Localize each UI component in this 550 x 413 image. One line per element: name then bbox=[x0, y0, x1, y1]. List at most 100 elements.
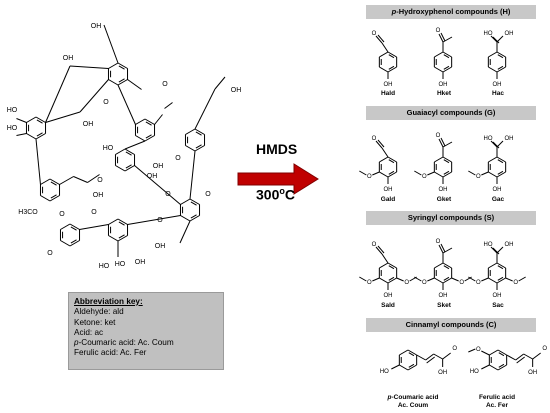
ring-bond bbox=[434, 262, 444, 269]
chain-bond bbox=[189, 150, 196, 200]
ring-bond bbox=[40, 195, 51, 202]
side-chain-bond bbox=[59, 176, 74, 185]
double-bond bbox=[516, 356, 525, 364]
double-bond bbox=[190, 214, 197, 219]
carbonyl-bond bbox=[381, 42, 389, 53]
ring-bond bbox=[108, 235, 119, 242]
oh-label: OH bbox=[439, 187, 448, 193]
ring-bond bbox=[117, 235, 128, 242]
methoxy-oxygen-label: O bbox=[404, 280, 409, 286]
carbonyl-bond bbox=[377, 34, 385, 43]
hydroxyl-label: HO bbox=[103, 145, 114, 152]
ring-bond bbox=[379, 66, 389, 73]
methoxy-bond bbox=[414, 276, 422, 282]
ether-bond bbox=[79, 224, 109, 230]
ring-bond bbox=[496, 156, 506, 163]
ether-bond bbox=[127, 215, 181, 225]
double-bond bbox=[388, 65, 395, 70]
double-bond bbox=[118, 234, 125, 239]
carboxyl-bond bbox=[496, 140, 504, 148]
ring-bond bbox=[180, 215, 191, 222]
methoxy-oxygen-label: O bbox=[162, 81, 168, 88]
double-bond bbox=[388, 170, 395, 175]
carboxyl-bond bbox=[490, 140, 498, 148]
ring-bond bbox=[442, 51, 452, 58]
hydroxyl-label: OH bbox=[147, 173, 158, 180]
ring-bond bbox=[496, 51, 506, 58]
double-bond bbox=[408, 363, 415, 368]
oh-bond bbox=[16, 118, 27, 123]
ring-bond bbox=[496, 277, 506, 284]
ring-bond bbox=[144, 118, 155, 125]
ring-bond bbox=[442, 156, 452, 163]
methoxy-bond bbox=[359, 276, 367, 282]
oh-label: OH bbox=[384, 82, 393, 88]
side-chain-bond bbox=[87, 174, 100, 183]
double-bond bbox=[498, 363, 505, 368]
methoxy-bond bbox=[164, 102, 173, 109]
ring-bond bbox=[434, 156, 444, 163]
double-bond bbox=[498, 352, 505, 357]
double-bond bbox=[118, 78, 125, 83]
double-bond bbox=[190, 201, 197, 206]
ring-bond bbox=[379, 171, 389, 178]
methoxy-bond bbox=[414, 170, 422, 176]
abbreviation-key-line: Aldehyde: ald bbox=[74, 307, 124, 317]
biphenyl-bond bbox=[124, 140, 146, 150]
ring-bond bbox=[442, 171, 452, 178]
hydroxyl-label: OH bbox=[505, 242, 514, 248]
double-bond bbox=[70, 226, 77, 231]
methoxy-bond bbox=[518, 276, 526, 282]
methoxy-bond bbox=[372, 171, 380, 176]
chain-bond bbox=[79, 79, 109, 113]
ring-bond bbox=[60, 223, 71, 230]
chain-bond bbox=[45, 111, 81, 123]
carboxyl-bond bbox=[492, 141, 500, 149]
hydroxyl-label: HO bbox=[484, 242, 493, 248]
ring-bond bbox=[180, 198, 191, 205]
ring-bond bbox=[185, 145, 196, 152]
ring-bond bbox=[26, 133, 37, 140]
carbonyl-bond bbox=[438, 33, 444, 43]
oh-label: OH bbox=[439, 82, 448, 88]
methoxy-bond bbox=[396, 277, 404, 282]
double-bond bbox=[388, 159, 395, 164]
ring-bond bbox=[108, 79, 119, 86]
double-bond bbox=[50, 181, 57, 186]
oxygen-label: O bbox=[175, 155, 181, 162]
methyl-bond bbox=[442, 141, 453, 148]
methoxy-oxygen-label: O bbox=[459, 280, 464, 286]
carbonyl-bond bbox=[377, 245, 385, 254]
oxygen-label: O bbox=[436, 239, 441, 245]
header-guaiacyl: Guaiacyl compounds (G) bbox=[366, 106, 536, 120]
hydroxyl-label: HO bbox=[484, 31, 493, 37]
chain-bond bbox=[45, 65, 71, 123]
hydroxyl-label: HO bbox=[99, 263, 110, 270]
methoxy-oxygen-label: O bbox=[476, 280, 481, 286]
ring-bond bbox=[108, 62, 119, 69]
carboxyl-bond bbox=[490, 35, 498, 43]
carbonyl-bond bbox=[381, 253, 389, 264]
side-chain-bond bbox=[433, 353, 443, 360]
oxygen-label: O bbox=[372, 31, 377, 37]
oxygen-label: O bbox=[436, 133, 441, 139]
ring-bond bbox=[399, 364, 409, 371]
compound-label-gald: Gald bbox=[380, 196, 396, 203]
ring-bond bbox=[442, 66, 452, 73]
chain-bond bbox=[117, 84, 136, 125]
oh-label: OH bbox=[384, 293, 393, 299]
hydroxyl-label: OH bbox=[505, 31, 514, 37]
methoxy-oxygen-label: O bbox=[59, 211, 65, 218]
ring-bond bbox=[144, 135, 155, 142]
double-bond bbox=[388, 265, 395, 270]
methoxy-bond bbox=[468, 348, 476, 353]
ring-bond bbox=[189, 215, 200, 222]
oh-label: OH bbox=[493, 187, 502, 193]
ring-bond bbox=[497, 364, 507, 371]
coumaric-prefix: p bbox=[387, 394, 392, 401]
carbonyl-bond bbox=[438, 138, 444, 148]
ring-bond bbox=[488, 51, 498, 58]
ring-bond bbox=[496, 171, 506, 178]
carbonyl-bond bbox=[375, 140, 383, 149]
